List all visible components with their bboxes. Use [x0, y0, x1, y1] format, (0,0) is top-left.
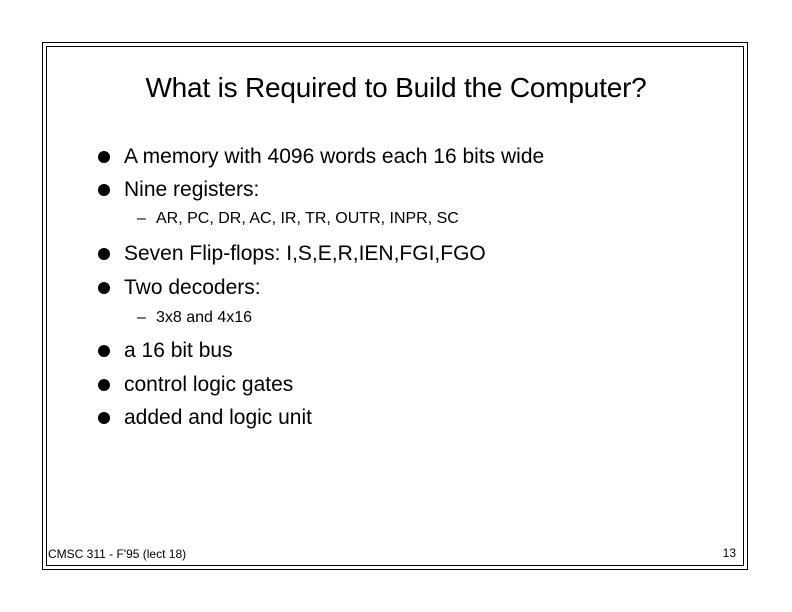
bullet-item: Two decoders: — [98, 274, 261, 302]
bullet-icon — [98, 282, 110, 294]
bullet-icon — [98, 151, 110, 163]
bullet-icon — [98, 345, 110, 357]
slide-frame-inner — [46, 46, 744, 566]
bullet-item: control logic gates — [98, 371, 293, 399]
bullet-item-text: Seven Flip-flops: I,S,E,R,IEN,FGI,FGO — [124, 242, 486, 265]
bullet-icon — [98, 184, 110, 196]
bullet-icon — [98, 248, 110, 260]
bullet-item-text: a 16 bit bus — [124, 339, 233, 362]
bullet-item: added and logic unit — [98, 404, 312, 432]
sub-item-text: AR, PC, DR, AC, IR, TR, OUTR, INPR, SC — [156, 210, 459, 227]
bullet-item: a 16 bit bus — [98, 337, 233, 365]
sub-item: – AR, PC, DR, AC, IR, TR, OUTR, INPR, SC — [137, 208, 459, 230]
bullet-item: A memory with 4096 words each 16 bits wi… — [98, 143, 544, 171]
dash-icon: – — [137, 309, 146, 326]
sub-item-text: 3x8 and 4x16 — [156, 309, 253, 326]
page-number: 13 — [722, 546, 736, 560]
slide-frame — [42, 42, 748, 570]
slide-title: What is Required to Build the Computer? — [145, 72, 647, 103]
bullet-item-text: control logic gates — [124, 373, 294, 396]
bullet-item-text: A memory with 4096 words each 16 bits wi… — [124, 145, 545, 168]
bullet-icon — [98, 412, 110, 424]
bullet-item-text: added and logic unit — [124, 406, 312, 429]
slide-footer: CMSC 311 - F'95 (lect 18) — [48, 547, 187, 561]
dash-icon: – — [137, 210, 146, 227]
bullet-item: Nine registers: — [98, 176, 259, 204]
bullet-item-text: Two decoders: — [124, 276, 261, 299]
bullet-item-text: Nine registers: — [124, 178, 260, 201]
bullet-item: Seven Flip-flops: I,S,E,R,IEN,FGI,FGO — [98, 240, 486, 268]
bullet-icon — [98, 379, 110, 391]
sub-item: – 3x8 and 4x16 — [137, 307, 252, 329]
